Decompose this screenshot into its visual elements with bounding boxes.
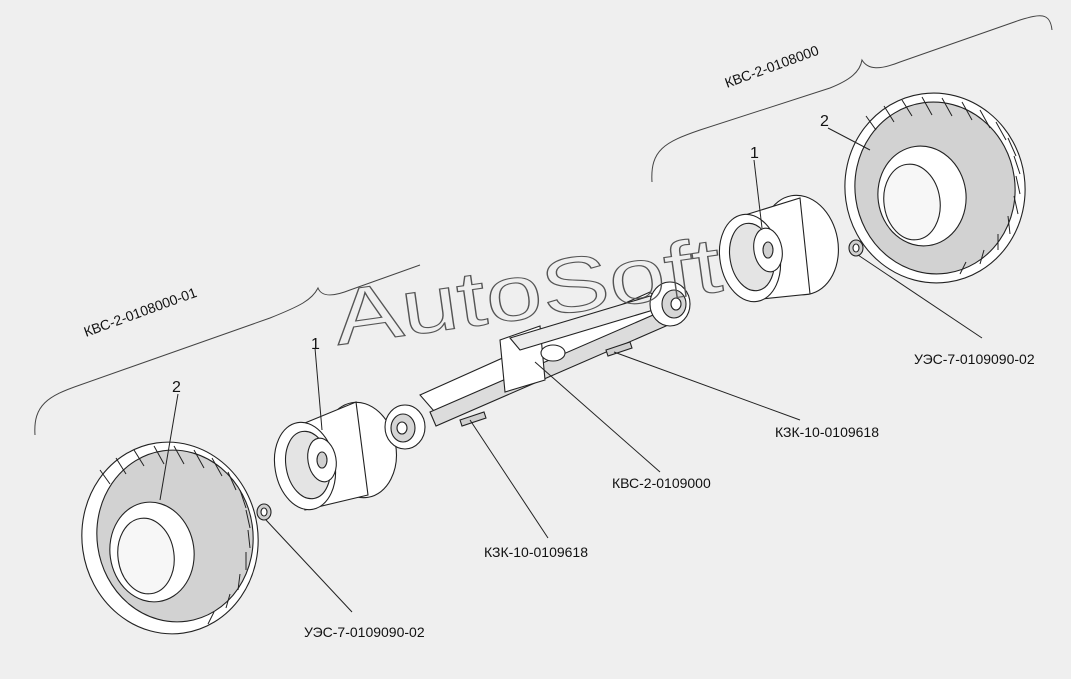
tire-left: [81, 441, 259, 635]
label-pin-left: КЗК-10-0109618: [484, 544, 588, 560]
rim-right: [718, 194, 839, 303]
label-nut-left: УЭС-7-0109090-02: [304, 624, 425, 640]
leader-lines: [159, 127, 983, 613]
label-axle: КВС-2-0109000: [612, 475, 711, 491]
label-assembly-right: КВС-2-0108000: [723, 42, 821, 91]
rim-left: [273, 401, 397, 511]
nut-right: [848, 239, 864, 257]
label-nut-right: УЭС-7-0109090-02: [914, 351, 1035, 367]
nut-left: [256, 503, 272, 521]
position-rim-right: 1: [750, 145, 759, 162]
position-rim-left: 1: [311, 336, 320, 353]
brace-left: [34, 264, 421, 436]
brace-right: [651, 15, 1053, 183]
label-assembly-left: КВС-2-0108000-01: [82, 284, 199, 340]
label-pin-right: КЗК-10-0109618: [775, 424, 879, 440]
position-tire-right: 2: [820, 113, 829, 130]
axle-beam: [384, 281, 691, 450]
tire-right: [844, 92, 1026, 284]
position-tire-left: 2: [172, 379, 181, 396]
